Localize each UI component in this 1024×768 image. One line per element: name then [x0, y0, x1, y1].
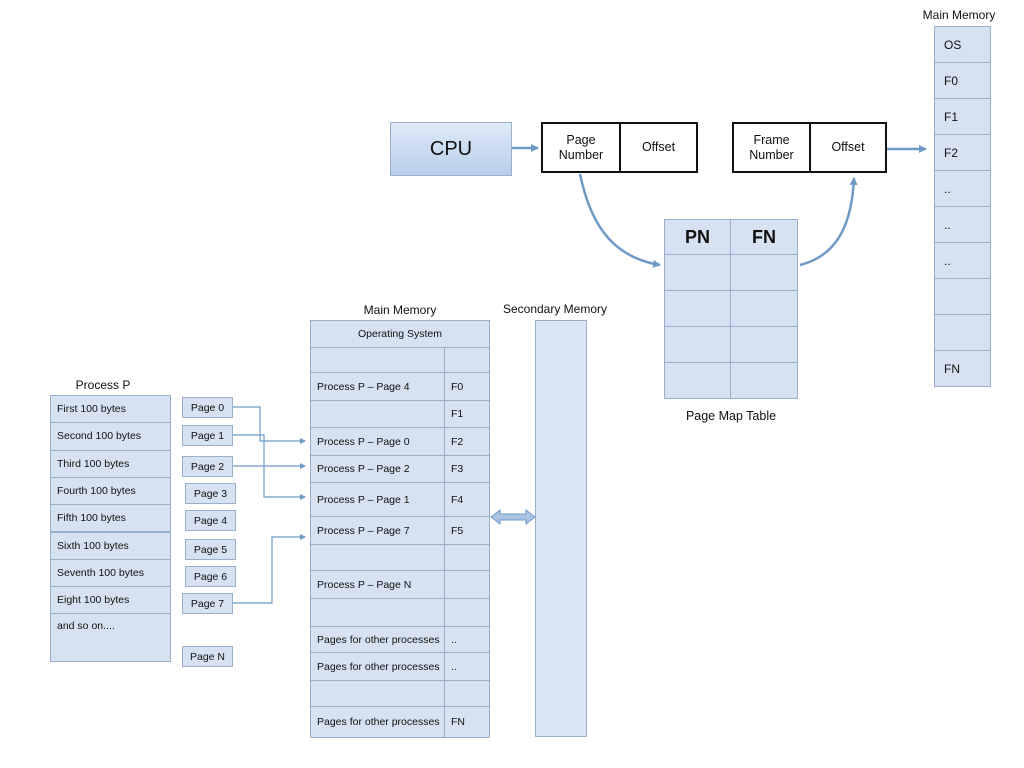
- memory-frame-content: [310, 347, 445, 373]
- memory-frame-label: F2: [444, 427, 490, 456]
- memory-frame-content: Process P – Page 1: [310, 482, 445, 517]
- memory-frame-label: [444, 680, 490, 707]
- process-row: Third 100 bytes: [50, 449, 171, 478]
- pmt-cell-pn: [664, 362, 731, 399]
- memory-frame-content: Process P – Page N: [310, 570, 445, 599]
- page-box: Page 0: [182, 397, 233, 418]
- top-memory-frame: F0: [934, 62, 991, 99]
- pmt-cell-pn: [664, 326, 731, 363]
- physical-offset-box: Offset: [809, 122, 887, 173]
- memory-frame-label: F1: [444, 400, 490, 428]
- page-box: Page 7: [182, 593, 233, 614]
- page-box: Page 4: [185, 510, 236, 531]
- pmt-cell-fn: [730, 290, 798, 327]
- memory-frame-label: F3: [444, 455, 490, 483]
- page-number-box: Page Number: [541, 122, 621, 173]
- process-row: Eight 100 bytes: [50, 586, 171, 615]
- process-row: Fourth 100 bytes: [50, 476, 171, 506]
- process-row: and so on....: [50, 613, 171, 663]
- pmt-to-frame-number-arrow: [799, 177, 858, 267]
- page-box: Page 6: [185, 566, 236, 587]
- process-row: Second 100 bytes: [50, 422, 171, 451]
- bottom-main-memory-title: Main Memory: [363, 303, 437, 317]
- secondary-memory-title: Secondary Memory: [502, 302, 608, 316]
- memory-frame-content: Pages for other processes: [310, 706, 445, 738]
- cpu-box: CPU: [390, 122, 512, 176]
- page-number-to-pmt-arrow: [578, 173, 661, 268]
- page-box: Page 1: [182, 425, 233, 446]
- operating-system-block: Operating System: [310, 320, 490, 348]
- top-memory-frame: ..: [934, 170, 991, 207]
- cpu-label: CPU: [429, 137, 473, 160]
- top-memory-frame: OS: [934, 26, 991, 63]
- page-number-label: Page Number: [558, 132, 604, 162]
- memory-frame-label: [444, 598, 490, 627]
- top-main-memory-title: Main Memory: [922, 8, 996, 22]
- page-box: Page 5: [185, 539, 236, 560]
- pmt-cell-fn: [730, 326, 798, 363]
- process-title: Process P: [75, 378, 131, 392]
- top-memory-frame: F1: [934, 98, 991, 135]
- page7-to-f5-connector: [233, 534, 306, 604]
- pmt-header-fn: FN: [730, 219, 798, 255]
- page-map-table-title: Page Map Table: [685, 409, 777, 423]
- physical-offset-label: Offset: [831, 140, 865, 154]
- top-memory-frame: FN: [934, 350, 991, 387]
- logical-offset-label: Offset: [641, 140, 676, 154]
- memory-frame-label: F4: [444, 482, 490, 517]
- page-box: Page 3: [185, 483, 236, 504]
- frame-number-label: Frame Number: [749, 132, 794, 162]
- process-row: First 100 bytes: [50, 395, 171, 424]
- memory-frame-content: Pages for other processes: [310, 652, 445, 681]
- pmt-header-pn: PN: [664, 219, 731, 255]
- memory-frame-content: Pages for other processes: [310, 626, 445, 653]
- process-row: Sixth 100 bytes: [50, 531, 171, 560]
- logical-offset-box: Offset: [619, 122, 698, 173]
- page-box: Page 2: [182, 456, 233, 477]
- memory-swap-double-arrow: [490, 508, 536, 526]
- memory-frame-content: [310, 680, 445, 707]
- top-memory-frame: F2: [934, 134, 991, 171]
- page0-to-f2-connector: [233, 406, 306, 444]
- memory-frame-content: Process P – Page 0: [310, 427, 445, 456]
- pmt-cell-fn: [730, 362, 798, 399]
- memory-frame-label: [444, 347, 490, 373]
- secondary-memory-bar: [535, 320, 587, 737]
- top-memory-frame: ..: [934, 242, 991, 279]
- top-memory-frame: [934, 278, 991, 315]
- pmt-cell-pn: [664, 254, 731, 291]
- memory-frame-content: [310, 544, 445, 571]
- memory-frame-label: ..: [444, 626, 490, 653]
- memory-frame-content: Process P – Page 2: [310, 455, 445, 483]
- page-box: Page N: [182, 646, 233, 667]
- memory-frame-label: FN: [444, 706, 490, 738]
